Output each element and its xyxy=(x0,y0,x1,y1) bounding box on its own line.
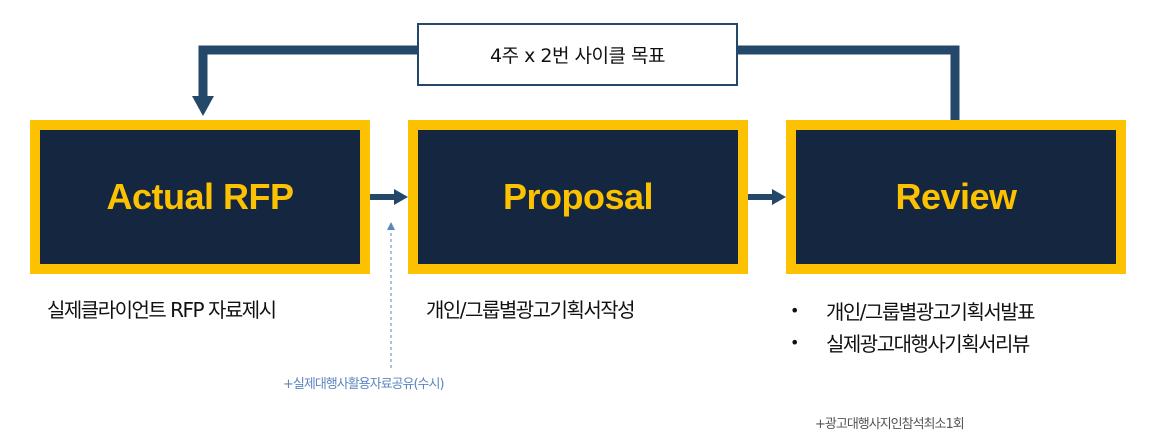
stage-review: Review xyxy=(786,120,1126,274)
bullet-icon: • xyxy=(790,332,799,352)
feedback-loop-arrowhead xyxy=(192,96,214,116)
stage-actual-rfp-title: Actual RFP xyxy=(106,176,294,217)
stage-actual-rfp: Actual RFP xyxy=(30,120,370,274)
stage-proposal-title: Proposal xyxy=(502,176,654,217)
stage-review-bullets: • 개인/그룹별광고기획서발표 • 실제광고대행사기획서리뷰 xyxy=(790,294,1036,358)
share-dashed-arrowhead xyxy=(387,222,395,230)
stage-review-title: Review xyxy=(895,176,1017,217)
list-item: • 실제광고대행사기획서리뷰 xyxy=(790,326,1034,358)
review-bullet-text: 개인/그룹별광고기획서발표 xyxy=(826,299,1036,324)
arrow-proposal-to-review-head xyxy=(772,189,786,205)
agency-visit-note: +광고대행사지인참석최소1회 xyxy=(815,417,965,432)
review-bullet-text: 실제광고대행사기획서리뷰 xyxy=(826,331,1030,356)
bullet-icon: • xyxy=(790,300,799,320)
arrow-actual-to-proposal-head xyxy=(394,189,408,205)
stage-proposal: Proposal xyxy=(408,120,748,274)
stage-actual-rfp-description: 실제클라이언트 RFP 자료제시 xyxy=(47,298,277,322)
list-item: • 개인/그룹별광고기획서발표 xyxy=(790,294,1036,326)
cycle-goal-label: 4주 x 2번 사이클 목표 xyxy=(490,45,665,67)
cycle-goal-box: 4주 x 2번 사이클 목표 xyxy=(417,23,738,86)
resource-share-note: +실제대행사활용자료공유(수시) xyxy=(283,377,445,392)
stage-proposal-description: 개인/그룹별광고기획서작성 xyxy=(426,298,636,322)
